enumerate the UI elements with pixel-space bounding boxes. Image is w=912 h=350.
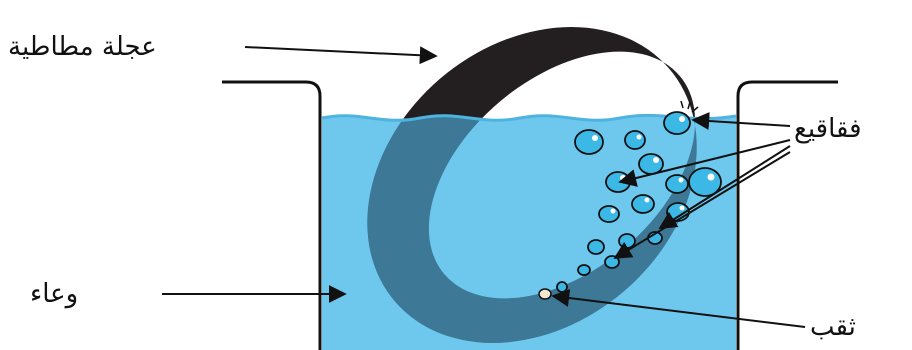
hole-label: ثقب: [810, 314, 856, 340]
bubble: [625, 131, 645, 149]
container-label: وعاء: [30, 281, 78, 307]
bubble: [575, 130, 603, 154]
hole: [539, 289, 551, 299]
bubble: [666, 175, 688, 193]
container-left-wall: [222, 82, 320, 350]
bubbles-label: فقاقيع: [794, 116, 862, 142]
bubble: [606, 172, 630, 192]
bubble: [619, 234, 635, 248]
tire-arrow: [245, 47, 436, 56]
bubble: [639, 154, 663, 174]
bubble: [578, 265, 590, 275]
burst-marks: [681, 101, 698, 112]
bubble: [632, 195, 654, 213]
valve-stem: [547, 100, 553, 112]
bubble: [664, 112, 690, 134]
bubble: [557, 282, 567, 292]
bubble: [599, 206, 619, 222]
bubble: [588, 240, 604, 254]
tire-label: عجلة مطاطية: [8, 34, 157, 60]
